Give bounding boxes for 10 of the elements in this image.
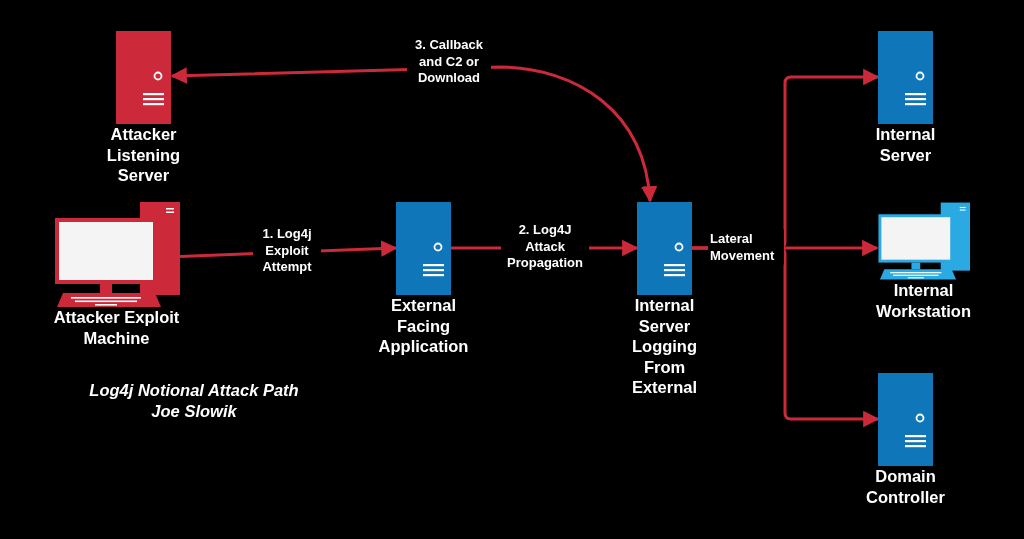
node-label: Attacker Exploit Machine bbox=[52, 307, 181, 348]
node-label: External Facing Application bbox=[377, 295, 470, 357]
caption-text: Joe Slowik bbox=[151, 401, 237, 422]
edge-label: Lateral Movement bbox=[708, 229, 784, 265]
node-label: Internal Workstation bbox=[874, 280, 972, 321]
node-label: Internal Server Logging From External bbox=[630, 295, 699, 398]
caption-text: Log4j Notional Attack Path bbox=[89, 380, 299, 401]
node-label: Domain Controller bbox=[865, 466, 946, 507]
node-label: Internal Server bbox=[874, 124, 937, 165]
node-label: Attacker Listening Server bbox=[105, 124, 182, 186]
